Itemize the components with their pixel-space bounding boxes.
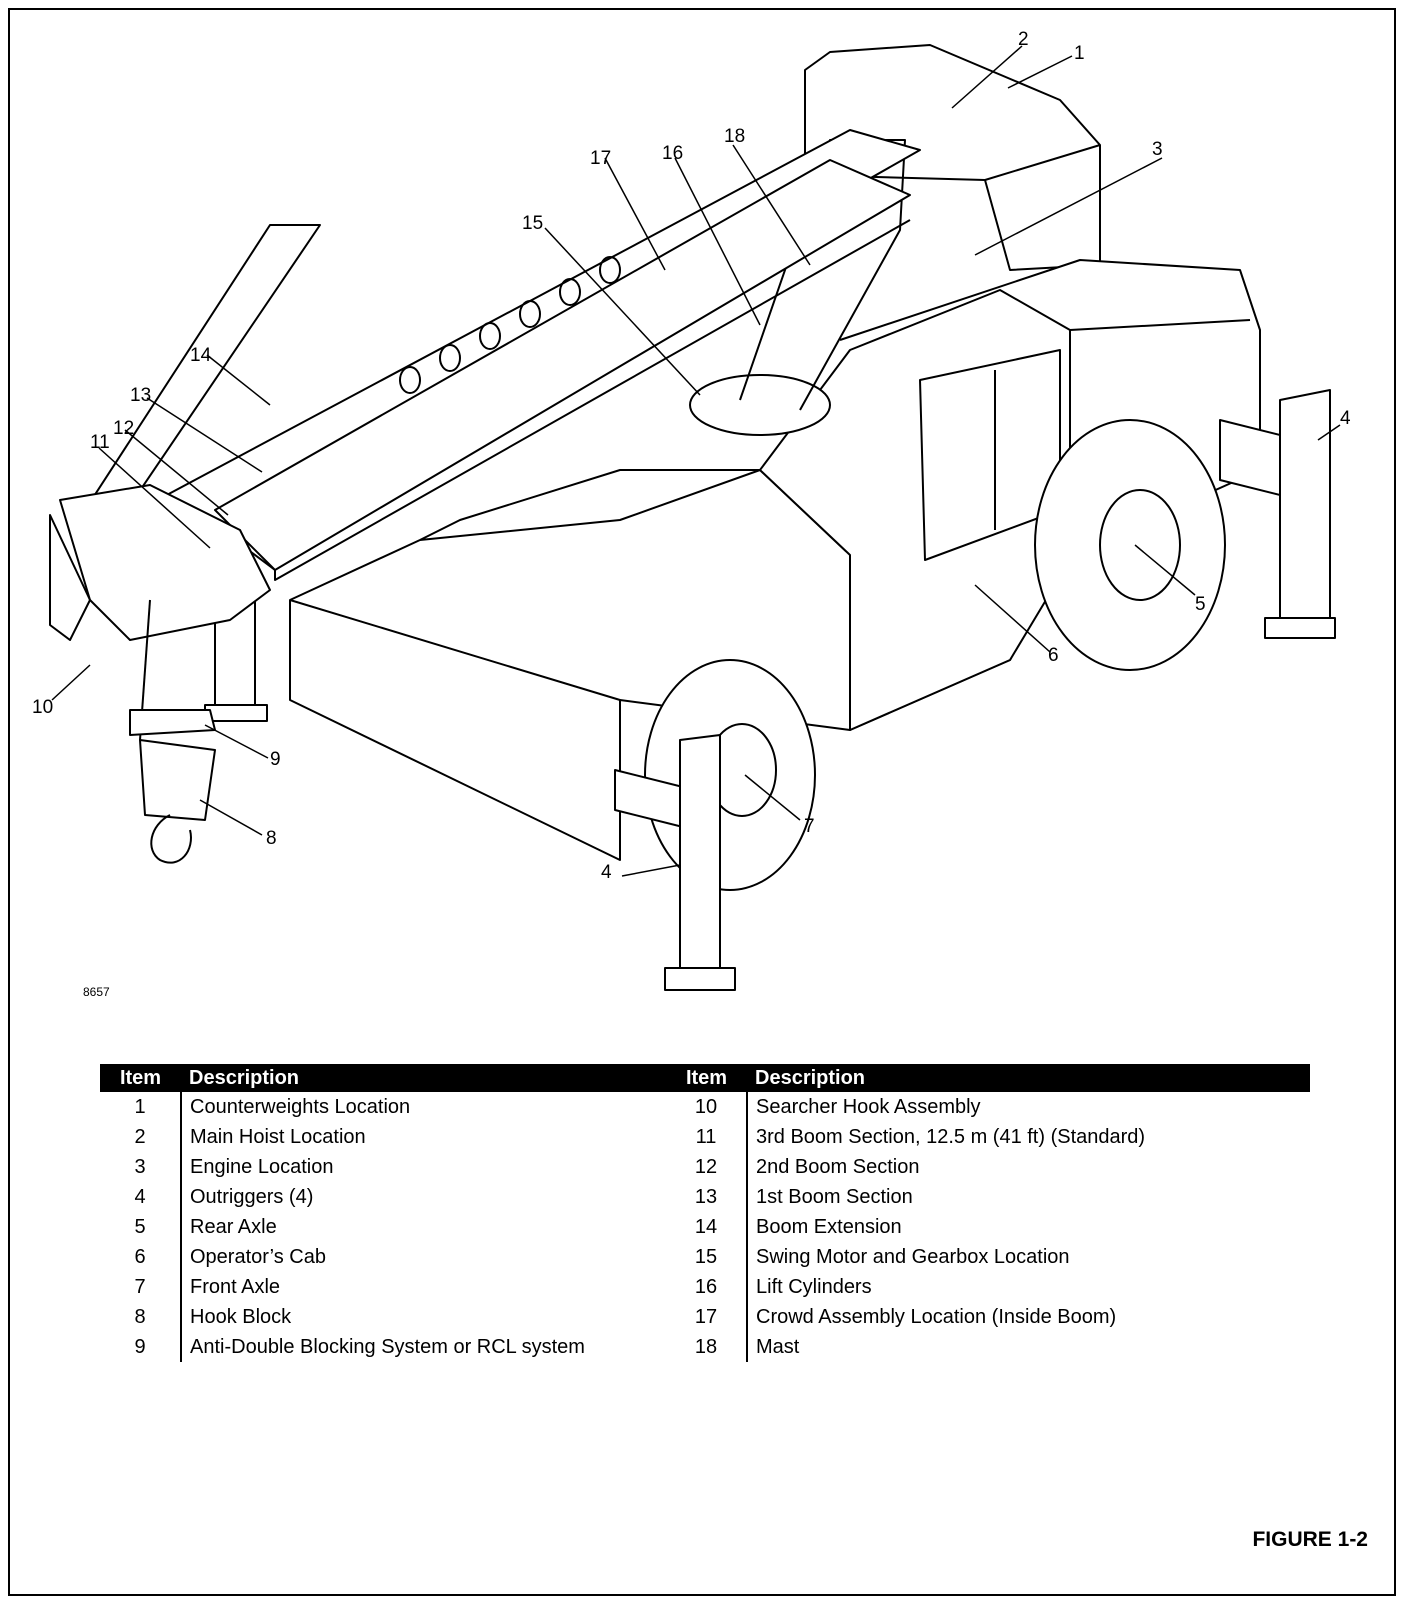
drawing-id: 8657 — [83, 985, 110, 999]
item-number: 11 — [695, 1125, 717, 1148]
table-row: 6 Operator’s Cab 15 Swing Motor and Gear… — [100, 1242, 1310, 1272]
item-number: 16 — [694, 1275, 718, 1298]
table-row: 7 Front Axle 16 Lift Cylinders — [100, 1272, 1310, 1302]
item-description: Searcher Hook Assembly — [746, 1092, 1310, 1122]
item-description: 2nd Boom Section — [746, 1152, 1310, 1182]
header-description-right: Description — [747, 1064, 1310, 1092]
item-number: 1 — [134, 1095, 146, 1118]
crane-illustration: 1 2 3 4 5 6 7 8 9 10 11 12 13 14 15 16 1… — [32, 29, 1351, 991]
callout-1: 1 — [1074, 43, 1085, 64]
item-description: Swing Motor and Gearbox Location — [746, 1242, 1310, 1272]
item-description: Anti-Double Blocking System or RCL syste… — [180, 1332, 666, 1362]
header-item-right: Item — [666, 1064, 747, 1092]
callout-12: 12 — [113, 418, 134, 439]
callout-6: 6 — [1048, 645, 1059, 666]
item-number: 2 — [134, 1125, 146, 1148]
item-number: 13 — [694, 1185, 718, 1208]
callout-15: 15 — [522, 213, 543, 234]
table-row: 8 Hook Block 17 Crowd Assembly Location … — [100, 1302, 1310, 1332]
item-number: 10 — [694, 1095, 718, 1118]
item-description: Counterweights Location — [180, 1092, 666, 1122]
legend-header-row: Item Description Item Description — [100, 1064, 1310, 1092]
item-description: Mast — [746, 1332, 1310, 1362]
item-number: 15 — [694, 1245, 718, 1268]
callout-5: 5 — [1195, 594, 1206, 615]
table-row: 5 Rear Axle 14 Boom Extension — [100, 1212, 1310, 1242]
item-number: 7 — [134, 1275, 146, 1298]
callout-3: 3 — [1152, 139, 1163, 160]
callout-18: 18 — [724, 126, 745, 147]
callout-2: 2 — [1018, 29, 1029, 50]
item-number: 3 — [134, 1155, 146, 1178]
item-description: Operator’s Cab — [180, 1242, 666, 1272]
figure-label: FIGURE 1-2 — [1252, 1528, 1368, 1551]
callout-16: 16 — [662, 143, 683, 164]
item-number: 12 — [694, 1155, 718, 1178]
item-number: 18 — [694, 1335, 718, 1358]
item-description: Engine Location — [180, 1152, 666, 1182]
table-row: 1 Counterweights Location 10 Searcher Ho… — [100, 1092, 1310, 1122]
callout-13: 13 — [130, 385, 151, 406]
item-description: Rear Axle — [180, 1212, 666, 1242]
item-description: 3rd Boom Section, 12.5 m (41 ft) (Standa… — [746, 1122, 1310, 1152]
callout-7: 7 — [804, 816, 815, 837]
item-description: Outriggers (4) — [180, 1182, 666, 1212]
header-description-left: Description — [181, 1064, 666, 1092]
callout-4b: 4 — [601, 862, 612, 883]
item-number: 9 — [134, 1335, 146, 1358]
header-item-left: Item — [100, 1064, 181, 1092]
item-number: 14 — [694, 1215, 718, 1238]
callout-4a: 4 — [1340, 408, 1351, 429]
table-row: 2 Main Hoist Location 11 3rd Boom Sectio… — [100, 1122, 1310, 1152]
table-row: 4 Outriggers (4) 13 1st Boom Section — [100, 1182, 1310, 1212]
item-description: Crowd Assembly Location (Inside Boom) — [746, 1302, 1310, 1332]
table-row: 3 Engine Location 12 2nd Boom Section — [100, 1152, 1310, 1182]
item-number: 6 — [134, 1245, 146, 1268]
item-description: 1st Boom Section — [746, 1182, 1310, 1212]
item-description: Front Axle — [180, 1272, 666, 1302]
legend-table: Item Description Item Description 1 Coun… — [100, 1064, 1310, 1362]
item-description: Main Hoist Location — [180, 1122, 666, 1152]
item-description: Lift Cylinders — [746, 1272, 1310, 1302]
table-row: 9 Anti-Double Blocking System or RCL sys… — [100, 1332, 1310, 1362]
item-description: Boom Extension — [746, 1212, 1310, 1242]
callout-11: 11 — [90, 432, 110, 453]
page-frame — [8, 8, 1396, 1596]
callout-17: 17 — [590, 148, 611, 169]
item-number: 17 — [694, 1305, 718, 1328]
callout-10: 10 — [32, 697, 53, 718]
item-description: Hook Block — [180, 1302, 666, 1332]
item-number: 5 — [134, 1215, 146, 1238]
callout-9: 9 — [270, 749, 281, 770]
callout-14: 14 — [190, 345, 212, 366]
item-number: 4 — [134, 1185, 146, 1208]
callout-8: 8 — [266, 828, 277, 849]
item-number: 8 — [134, 1305, 146, 1328]
